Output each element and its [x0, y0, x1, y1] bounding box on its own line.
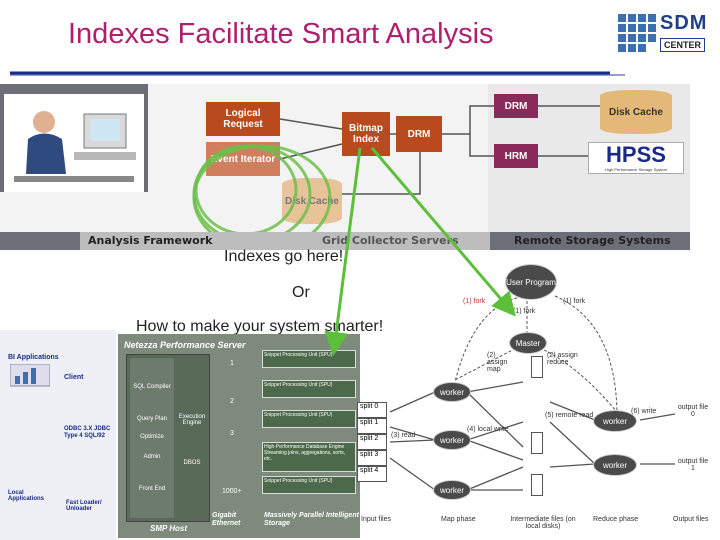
- sql-compiler-label: SQL Compiler: [133, 384, 171, 390]
- hpss-logo: HPSS High Performance Storage System: [588, 142, 684, 174]
- architecture-diagram: Logical Request Event Iterator Bitmap In…: [0, 84, 690, 250]
- map-worker-1: worker: [433, 382, 471, 402]
- smarter-callout: How to make your system smarter!: [136, 318, 384, 335]
- reduce-worker-2: worker: [593, 454, 637, 476]
- split-4: split 4: [357, 466, 387, 482]
- map-worker-3: worker: [433, 480, 471, 500]
- sdm-center-logo: SDM CENTER: [618, 12, 710, 62]
- reduce-worker-1: worker: [593, 410, 637, 432]
- page-title: Indexes Facilitate Smart Analysis: [68, 18, 494, 50]
- mpp-label: Massively Parallel Intelligent Storage: [264, 512, 359, 527]
- bi-applications-label: BI Applications: [8, 354, 59, 361]
- logo-sdm-text: SDM: [660, 12, 708, 34]
- drm-right-box: DRM: [494, 94, 538, 118]
- grid-collector-label: Grid Collector Servers: [322, 234, 459, 247]
- gigabit-label: Gigabit Ethernet: [212, 512, 241, 527]
- drm-center-box: DRM: [396, 116, 442, 152]
- split-list: split 0 split 1 split 2 split 3 split 4: [357, 402, 387, 482]
- client-label: Client: [64, 374, 84, 381]
- spu-box-4-label: Snippet Processing Unit (SPU): [264, 478, 333, 484]
- bi-chart-icon: [10, 364, 50, 387]
- indexes-callout: Indexes go here!: [224, 248, 344, 265]
- local-write-label: (4) local write: [467, 426, 509, 433]
- logo-grid-icon: [618, 14, 656, 52]
- remote-storage-label: Remote Storage Systems: [514, 234, 671, 247]
- odbc-label: ODBC 3.X JDBC Type 4 SQL/92: [64, 426, 111, 440]
- col-map-phase: Map phase: [441, 516, 476, 523]
- intermediate-file-2: [531, 432, 543, 454]
- split-3: split 3: [357, 450, 387, 466]
- hpss-title: HPSS: [606, 142, 666, 167]
- spu-box-3: Snippet Processing Unit (SPU): [262, 410, 356, 428]
- netezza-header: Netezza Performance Server: [124, 340, 246, 350]
- split-1: split 1: [357, 418, 387, 434]
- fork-label-1: (1) fork: [463, 298, 486, 305]
- spu-num-2: 2: [230, 398, 234, 405]
- output-file-1: output file 1: [677, 458, 709, 472]
- analyst-photo: [4, 94, 144, 192]
- col-output-files: Output files: [673, 516, 709, 523]
- col-input-files: Input files: [361, 516, 391, 523]
- title-underline: [10, 71, 625, 76]
- remote-read-label: (5) remote read: [545, 412, 594, 419]
- intermediate-file-3: [531, 474, 543, 496]
- query-plan-label: Query Plan: [136, 416, 167, 422]
- architecture-connectors: [192, 105, 600, 250]
- spu-box-1-label: Snippet Processing Unit (SPU): [264, 352, 333, 358]
- col-reduce-phase: Reduce phase: [593, 516, 639, 523]
- mapreduce-diagram: User Program Master (1) fork (1) fork (1…: [355, 262, 720, 540]
- netezza-diagram: BI Applications Client ODBC 3.X JDBC Typ…: [0, 330, 360, 540]
- spu-box-2-label: Snippet Processing Unit (SPU): [264, 382, 333, 388]
- execution-engine-label: Execution Engine: [178, 414, 206, 426]
- assign-reduce-label: (2) assign reduce: [547, 352, 578, 366]
- logo-center-text: CENTER: [660, 38, 706, 52]
- fork-label-2: (1) fork: [513, 308, 536, 315]
- map-worker-2: worker: [433, 430, 471, 450]
- dbos-label: DBOS: [183, 460, 201, 466]
- logical-request-box: Logical Request: [206, 102, 280, 136]
- col-intermediate-files: Intermediate files (on local disks): [510, 516, 576, 530]
- assign-map-label: (2) assign map: [487, 352, 508, 373]
- front-end-label: Front End: [138, 486, 166, 492]
- split-0: split 0: [357, 402, 387, 418]
- spu-num-3: 3: [230, 430, 234, 437]
- split-2: split 2: [357, 434, 387, 450]
- spu-box-3-label: Snippet Processing Unit (SPU): [264, 412, 333, 418]
- or-callout: Or: [292, 284, 310, 301]
- read-label: (3) read: [391, 432, 416, 439]
- bitmap-index-box: Bitmap Index: [342, 112, 390, 156]
- analyst-at-computer-icon: [14, 111, 136, 182]
- hrm-box: HRM: [494, 144, 538, 168]
- admin-label: Admin: [143, 454, 161, 460]
- smp-host-label: SMP Host: [150, 524, 188, 533]
- intermediate-file-1: [531, 356, 543, 378]
- hp-engine-box: High-Performance Database Engine Streami…: [262, 442, 356, 472]
- disk-cache-right-cylinder: Disk Cache: [600, 90, 672, 134]
- fast-loader-label: Fast Loader/ Unloader: [66, 500, 102, 512]
- master-node: Master: [509, 332, 547, 354]
- spu-num-1000: 1000+: [222, 488, 242, 495]
- local-applications-label: Local Applications: [8, 490, 45, 502]
- hpss-subtitle: High Performance Storage System: [605, 167, 667, 172]
- spu-num-1: 1: [230, 360, 234, 367]
- optimize-label: Optimize: [140, 434, 164, 440]
- analysis-framework-label: Analysis Framework: [88, 234, 213, 247]
- spu-box-4: Snippet Processing Unit (SPU): [262, 476, 356, 494]
- fork-label-3: (1) fork: [563, 298, 586, 305]
- disk-cache-center-cylinder: Disk Cache: [282, 178, 342, 224]
- output-file-0: output file 0: [677, 404, 709, 418]
- write-label: (6) write: [631, 408, 657, 415]
- spu-box-2: Snippet Processing Unit (SPU): [262, 380, 356, 398]
